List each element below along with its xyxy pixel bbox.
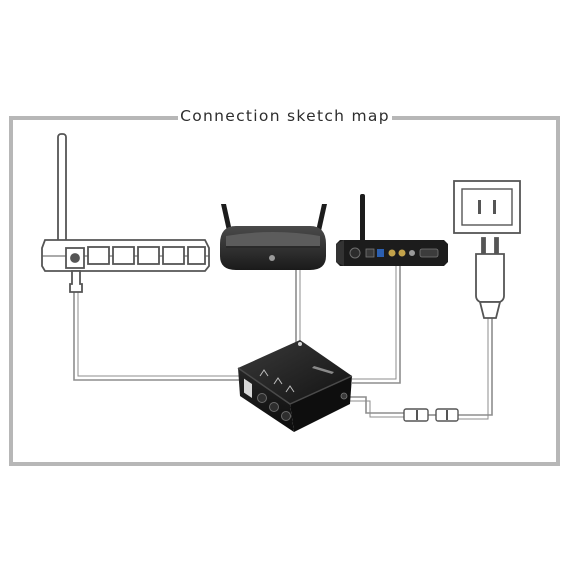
hub-dc-port <box>340 392 348 400</box>
power-cable-connectors <box>403 408 459 422</box>
router-port-4 <box>162 246 185 265</box>
receiver-cable-inner <box>352 262 397 380</box>
router-icon <box>41 133 210 293</box>
hub-jack-1 <box>257 393 267 403</box>
plug-strain-relief <box>478 301 502 319</box>
hub-right-face <box>290 376 352 432</box>
plug-prong-right <box>494 237 499 255</box>
router-port-3 <box>137 246 160 265</box>
power-cable-right <box>458 318 493 416</box>
router-cable-inner <box>77 292 242 377</box>
diagram-title: Connection sketch map <box>178 104 392 128</box>
cables <box>73 262 493 420</box>
hub-jack-3 <box>281 411 291 421</box>
hub-box-icon <box>237 340 353 432</box>
router-port-5 <box>187 246 206 265</box>
wifi-router-logo <box>269 255 275 261</box>
wifi-router-icon <box>220 204 327 270</box>
power-cable <box>350 396 404 414</box>
wall-outlet-face <box>461 188 513 226</box>
router-cable <box>73 292 242 381</box>
power-cable-right-inner <box>458 318 489 420</box>
hub-top <box>238 340 352 404</box>
hub-usb-port <box>244 378 252 398</box>
hub-brand-label <box>312 366 334 374</box>
hub-led <box>298 342 302 346</box>
receiver-blue-port <box>377 249 384 257</box>
plug-body <box>475 253 505 303</box>
router-port-1 <box>87 246 110 265</box>
audio-receiver-icon <box>336 194 448 266</box>
receiver-cable <box>352 262 401 384</box>
power-plug-icon <box>475 237 505 319</box>
outlet-slot-right <box>493 200 496 214</box>
outlet-slot-left <box>478 200 481 214</box>
router-power-port <box>70 253 80 263</box>
router-plug <box>69 270 83 293</box>
hub-jack-2 <box>269 402 279 412</box>
receiver-antenna <box>360 194 365 242</box>
power-cable-inner <box>350 400 404 418</box>
wall-outlet-icon <box>453 180 521 234</box>
plug-prong-left <box>481 237 486 255</box>
router-port-2 <box>112 246 135 265</box>
